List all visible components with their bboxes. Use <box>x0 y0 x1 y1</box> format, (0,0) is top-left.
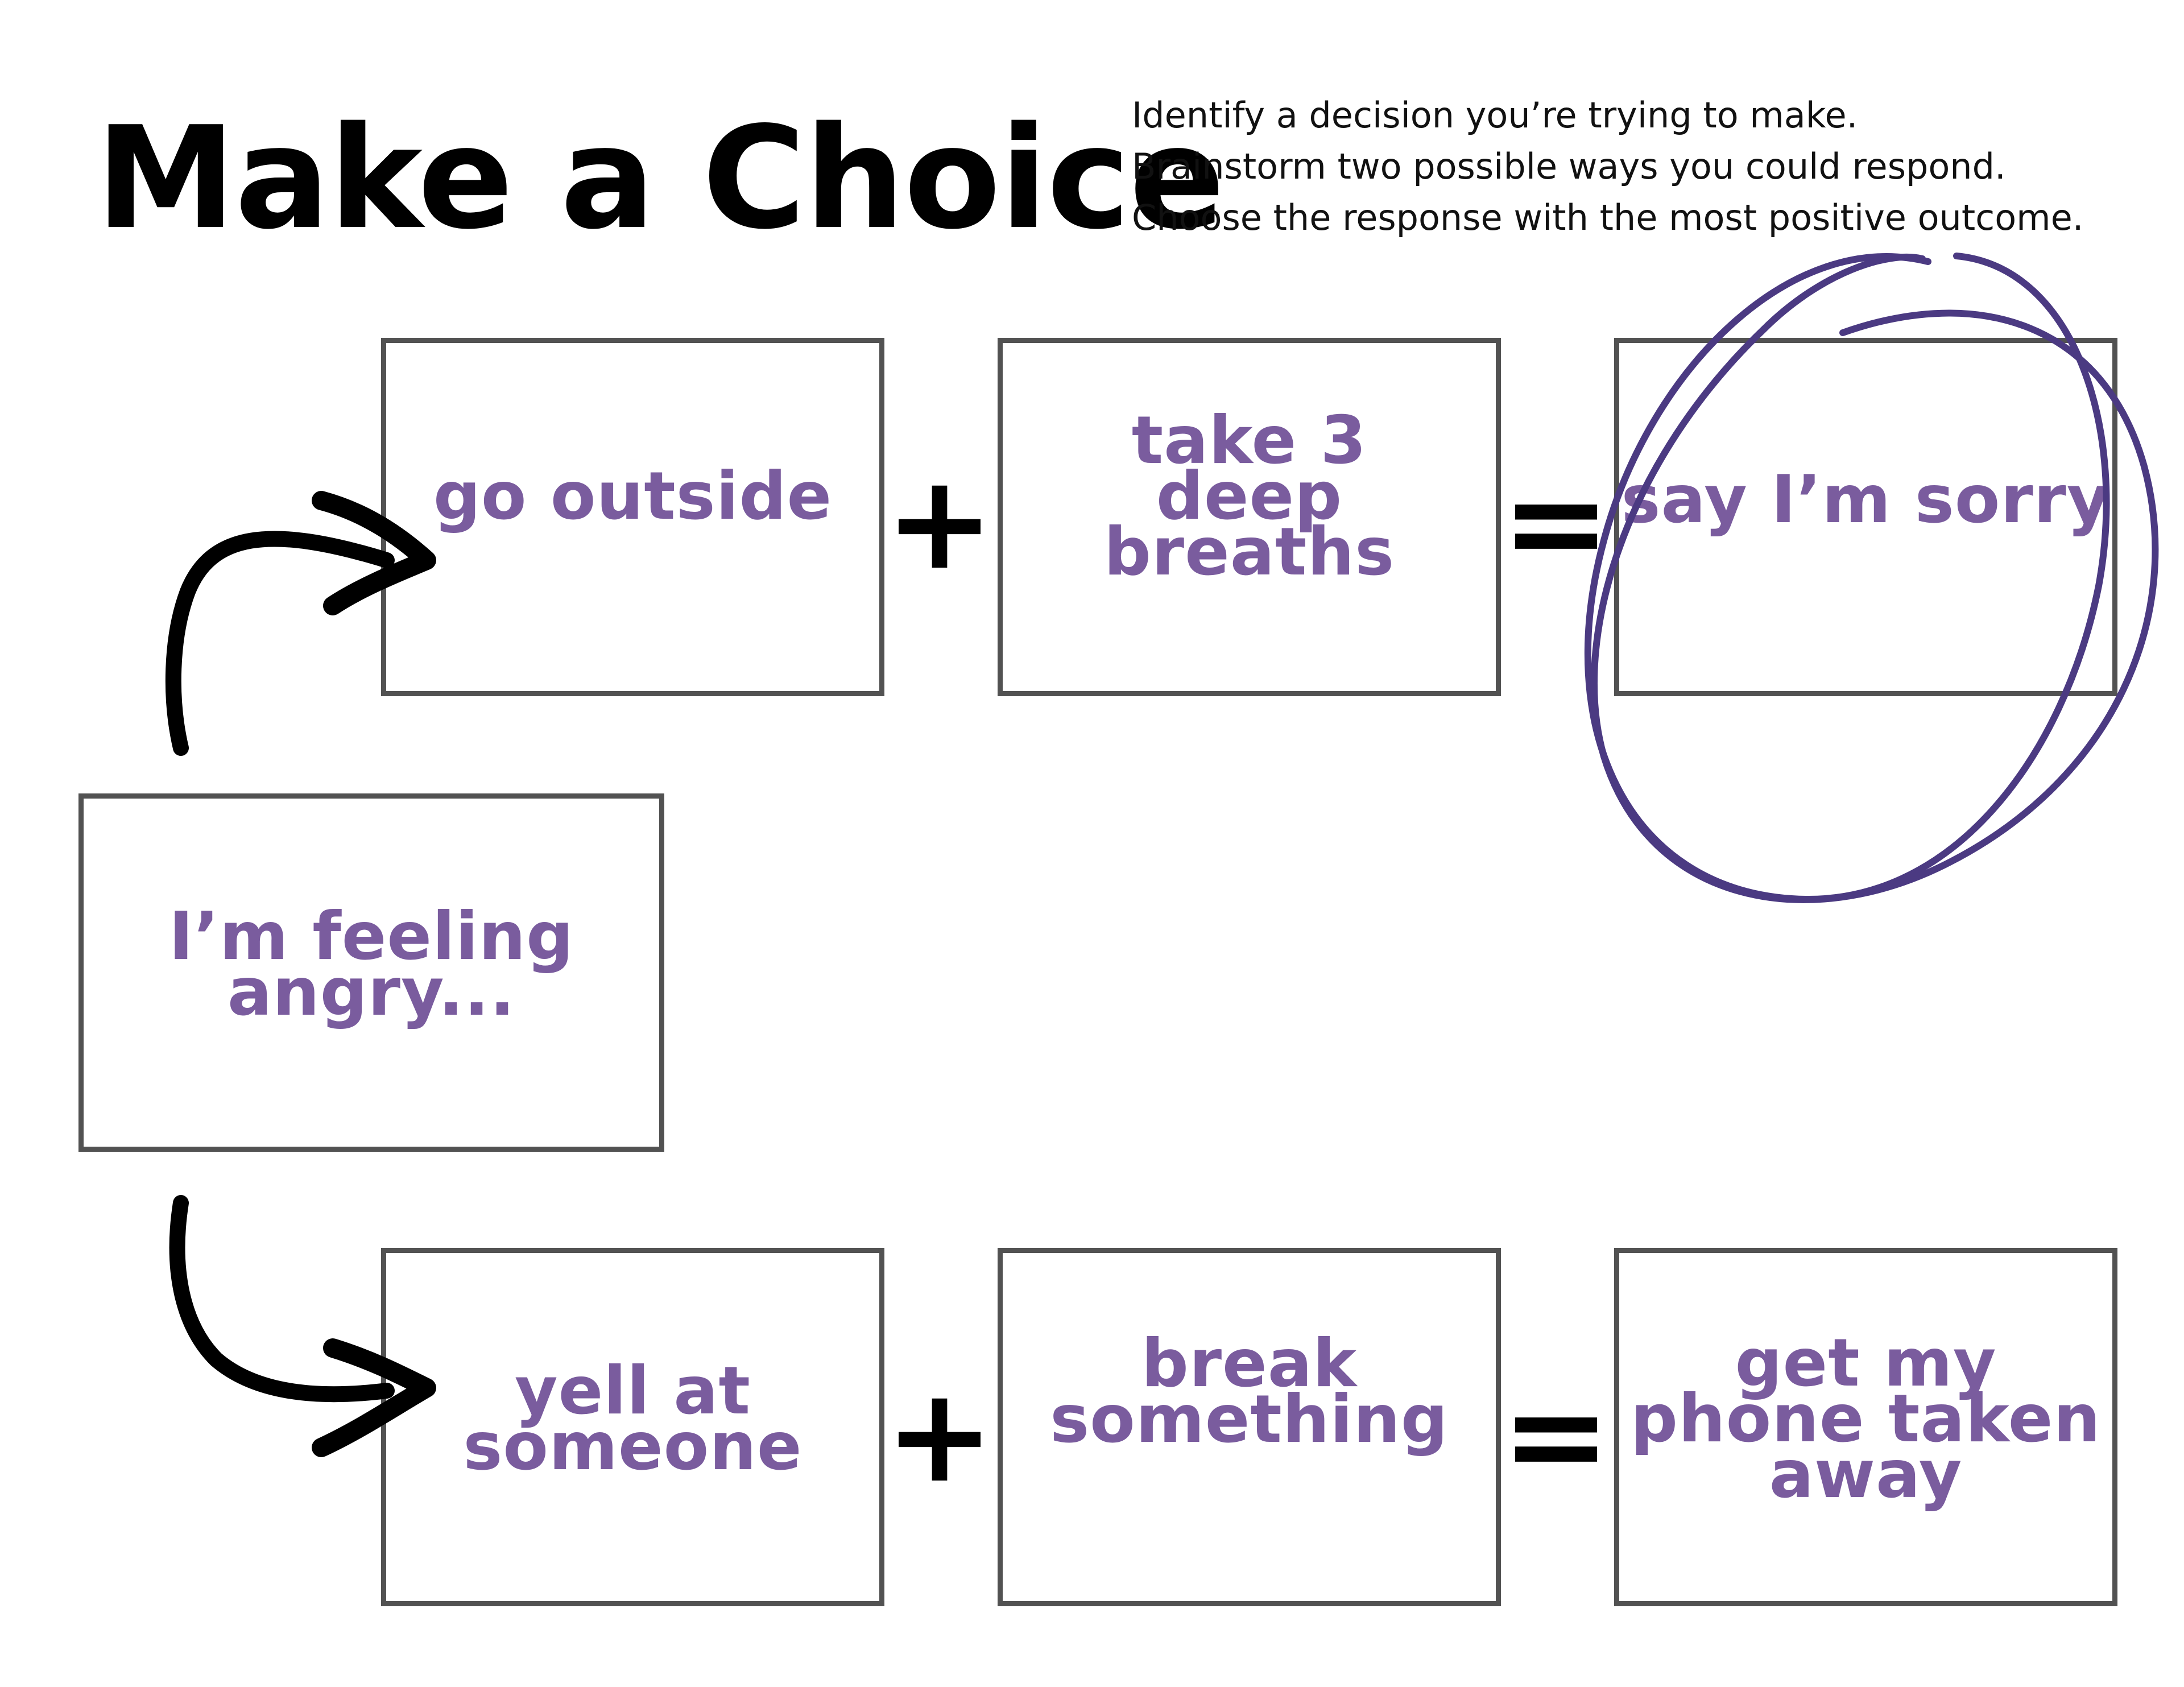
top-outcome-text: say I’m sorry <box>1621 461 2111 538</box>
feeling-text: I’m feeling angry... <box>168 898 574 1031</box>
instruction-line: Brainstorm two possible ways you could r… <box>1132 146 2006 187</box>
top-choice-step-2-text: take 3 deep breaths <box>1103 402 1395 590</box>
feeling-box[interactable]: I’m feeling angry... <box>78 793 664 1152</box>
plus-sign: + <box>884 1360 995 1512</box>
top-outcome-box[interactable]: say I’m sorry <box>1614 338 2117 696</box>
bottom-outcome-box[interactable]: get my phone taken away <box>1614 1248 2117 1606</box>
instructions-list: Identify a decision you’re trying to mak… <box>1132 90 2083 243</box>
bottom-choice-step-1-text: yell at someone <box>463 1353 803 1485</box>
bottom-choice-step-2-box[interactable]: break something <box>998 1248 1501 1606</box>
bottom-choice-step-1-box[interactable]: yell at someone <box>381 1248 884 1606</box>
instruction-line: Choose the response with the most positi… <box>1132 197 2084 238</box>
equals-sign: = <box>1501 1360 1611 1512</box>
plus-sign: + <box>884 447 995 599</box>
bottom-choice-step-2-text: break something <box>1050 1325 1449 1458</box>
instruction-line: Identify a decision you’re trying to mak… <box>1132 94 1858 136</box>
page-title: Make a Choice <box>96 97 1225 261</box>
bottom-outcome-text: get my phone taken away <box>1631 1325 2101 1513</box>
top-choice-step-1-box[interactable]: go outside <box>381 338 884 696</box>
top-choice-step-1-text: go outside <box>433 458 833 535</box>
top-choice-step-2-box[interactable]: take 3 deep breaths <box>998 338 1501 696</box>
equals-sign: = <box>1501 447 1611 599</box>
